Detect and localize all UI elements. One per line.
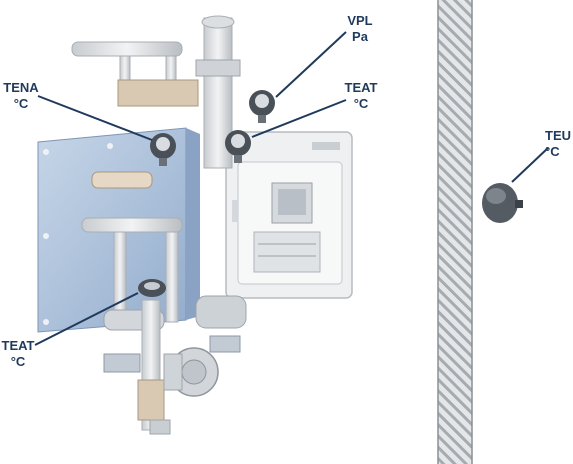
leader-lines [34,31,549,346]
label-vpl-unit: Pa [352,29,368,44]
label-teu-code: TEU [545,128,571,143]
teat-lower-sensor [138,279,166,297]
wall [437,0,473,464]
label-teat-upper: TEAT °C [341,80,381,112]
label-teat-upper-code: TEAT [344,80,378,95]
label-teat-upper-unit: °C [353,96,369,111]
teu-outdoor-sensor [482,183,523,223]
pump [163,347,219,397]
label-vpl: VPL Pa [343,13,377,45]
tena-sensor [150,133,176,166]
pipework [71,15,247,435]
control-cabinet [225,131,353,299]
label-tena-code: TENA [3,80,39,95]
label-vpl-code: VPL [347,13,373,28]
label-teu-unit: °C [545,144,560,159]
label-tena: TENA °C [0,80,42,112]
label-tena-unit: °C [13,96,29,111]
vpl-pressure-sensor [249,90,275,123]
label-teu: TEU °C [545,128,573,160]
label-teat-lower: TEAT °C [0,338,36,370]
teat-upper-sensor [225,130,251,163]
label-teat-lower-code: TEAT [1,338,35,353]
label-teat-lower-unit: °C [10,354,26,369]
